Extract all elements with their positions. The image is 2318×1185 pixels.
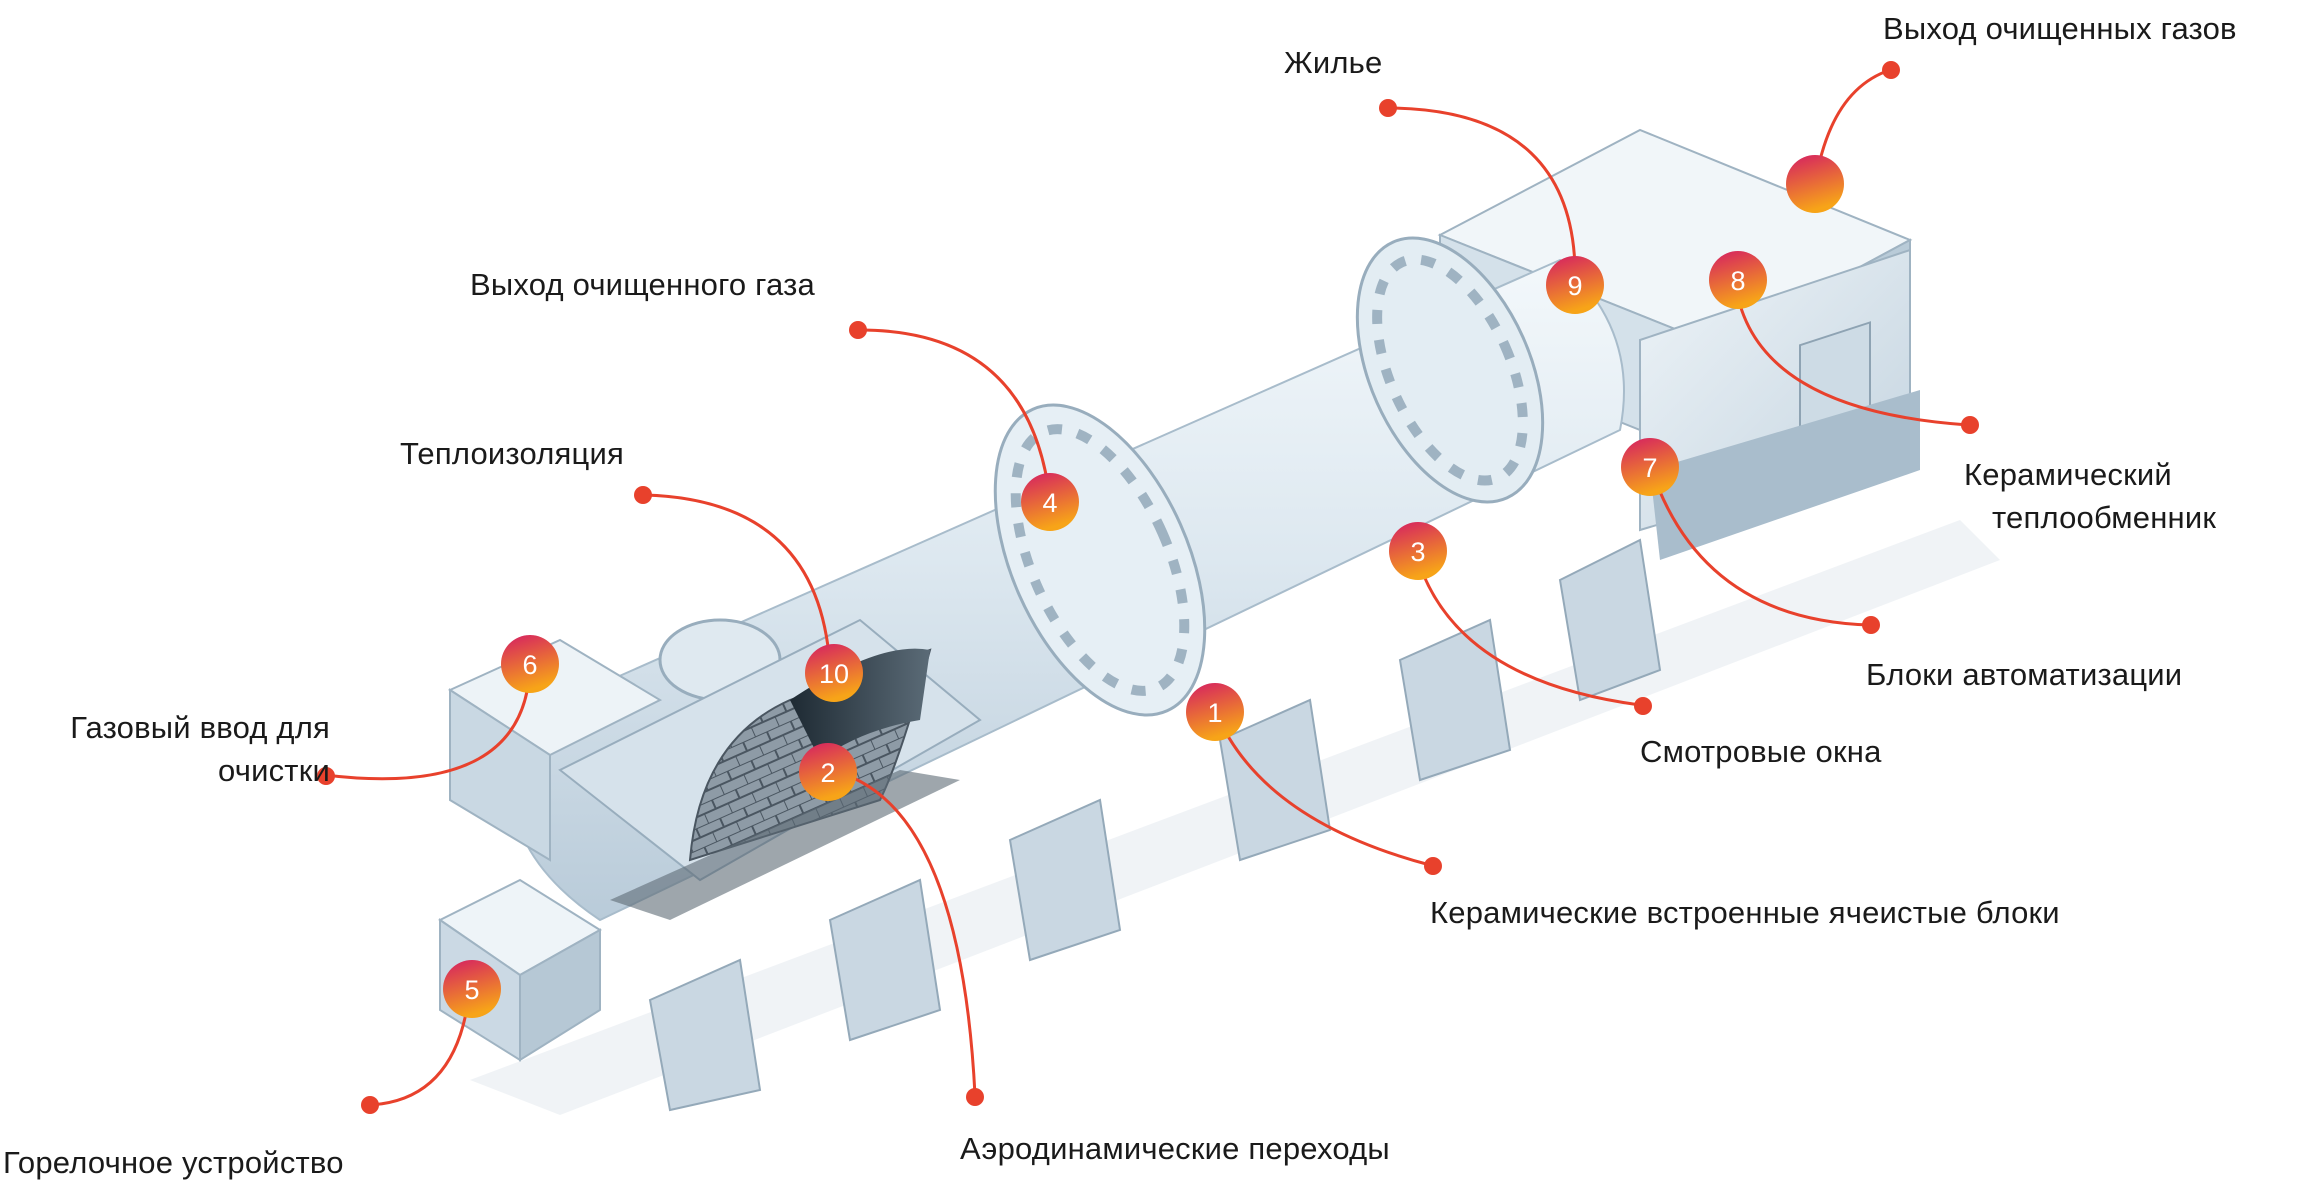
leader-line-7 xyxy=(1648,464,1871,627)
marker-9[interactable]: 9 xyxy=(1546,256,1604,314)
label-automation: Блоки автоматизации xyxy=(1866,657,2183,692)
leader-line-10 xyxy=(644,493,832,669)
label-outlet-gases: Выход очищенных газов xyxy=(1883,11,2237,46)
svg-text:10: 10 xyxy=(819,659,849,689)
leader-line-8 xyxy=(1733,279,1969,427)
svg-text:9: 9 xyxy=(1567,271,1582,301)
svg-text:2: 2 xyxy=(820,758,835,788)
svg-text:5: 5 xyxy=(464,975,479,1005)
marker-4[interactable]: 4 xyxy=(1021,473,1079,531)
leader-dot-outlet xyxy=(1882,61,1900,79)
leader-dot-5 xyxy=(361,1096,379,1114)
label-windows: Смотровые окна xyxy=(1640,734,1882,769)
label-insulation: Теплоизоляция xyxy=(400,436,624,471)
marker-7[interactable]: 7 xyxy=(1621,438,1679,496)
marker-outlet[interactable] xyxy=(1786,155,1844,213)
leader-dot-7 xyxy=(1862,616,1880,634)
label-heat-exchanger-line2: теплообменник xyxy=(1992,499,2217,535)
marker-10[interactable]: 10 xyxy=(805,644,863,702)
apparatus-illustration xyxy=(438,128,2000,1115)
leader-dots xyxy=(317,61,1979,1114)
leader-lines xyxy=(324,68,1969,1107)
label-heat-exchanger: Керамический теплообменник xyxy=(1880,454,2220,540)
leader-dot-8 xyxy=(1961,416,1979,434)
svg-text:3: 3 xyxy=(1410,537,1425,567)
leader-dot-1 xyxy=(1424,857,1442,875)
leader-dot-4 xyxy=(849,321,867,339)
leader-dot-9 xyxy=(1379,99,1397,117)
label-heat-exchanger-line1: Керамический xyxy=(1964,457,2172,492)
leader-dot-6 xyxy=(317,767,335,785)
leader-line-2 xyxy=(829,768,977,1096)
label-aero: Аэродинамические переходы xyxy=(960,1131,1390,1166)
label-gas-inlet: Газовый ввод для очистки xyxy=(20,707,330,793)
marker-3[interactable]: 3 xyxy=(1389,522,1447,580)
label-housing: Жилье xyxy=(1284,45,1383,80)
svg-text:1: 1 xyxy=(1207,698,1222,728)
label-outlet-gas: Выход очищенного газа xyxy=(470,267,815,302)
marker-1[interactable]: 1 xyxy=(1186,683,1244,741)
markers: 1 2 3 4 5 6 7 8 9 10 xyxy=(443,155,1844,1018)
leader-line-3 xyxy=(1413,549,1641,707)
marker-2[interactable]: 2 xyxy=(799,743,857,801)
svg-text:4: 4 xyxy=(1042,488,1057,518)
leader-dot-3 xyxy=(1634,697,1652,715)
leader-dot-2 xyxy=(966,1088,984,1106)
leader-line-9 xyxy=(1389,106,1577,286)
leader-dot-10 xyxy=(634,486,652,504)
support-saddles xyxy=(648,538,1662,1112)
svg-text:6: 6 xyxy=(522,650,537,680)
label-gas-inlet-line1: Газовый ввод для xyxy=(70,710,330,745)
svg-text:8: 8 xyxy=(1730,266,1745,296)
label-ceramic-blocks: Керамические встроенные ячеистые блоки xyxy=(1430,895,2060,930)
label-burner: Горелочное устройство xyxy=(3,1145,344,1180)
label-gas-inlet-line2: очистки xyxy=(217,752,330,788)
svg-text:7: 7 xyxy=(1642,453,1657,483)
marker-6[interactable]: 6 xyxy=(501,635,559,693)
leader-line-6 xyxy=(324,659,532,781)
marker-8[interactable]: 8 xyxy=(1709,251,1767,309)
leader-line-4 xyxy=(859,328,1052,501)
marker-5[interactable]: 5 xyxy=(443,960,501,1018)
